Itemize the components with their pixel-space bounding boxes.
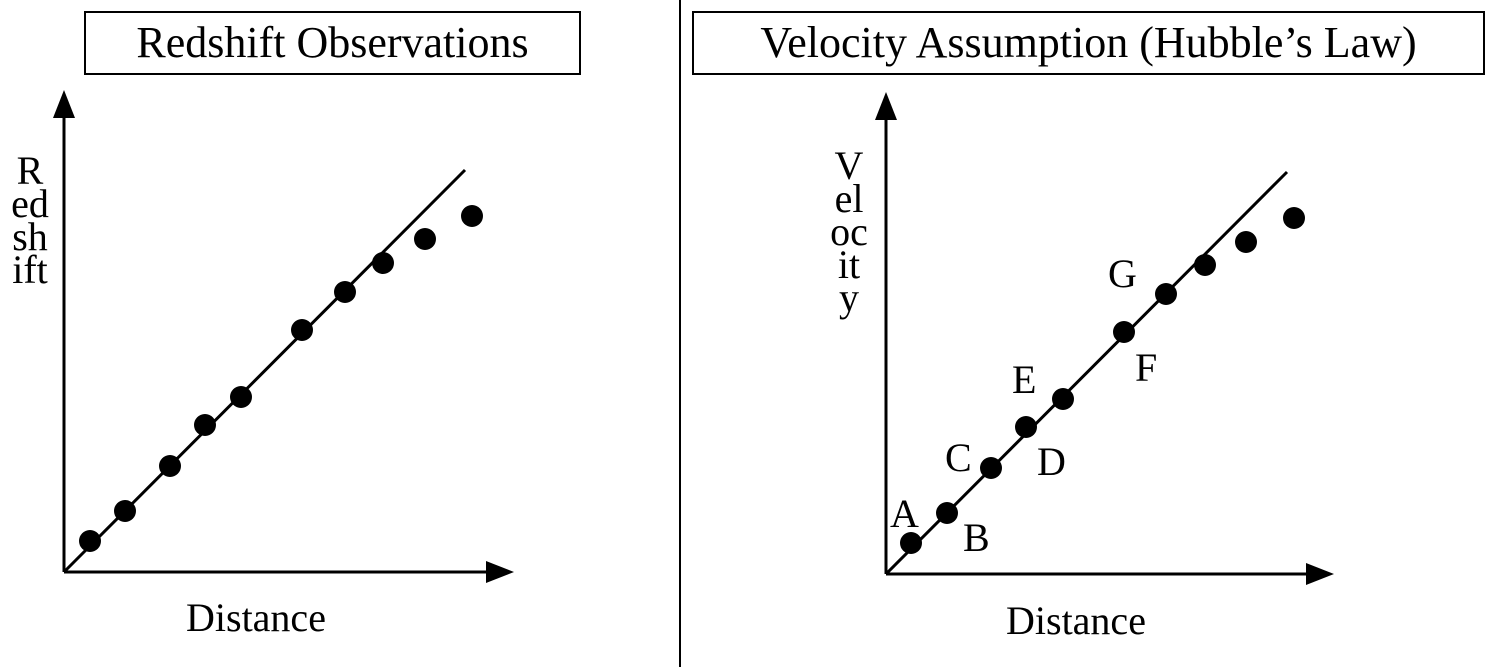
left-data-point — [461, 205, 483, 227]
point-label-g: G — [1108, 251, 1137, 296]
left-data-point — [159, 455, 181, 477]
right-y-axis-label: Velocity — [830, 143, 868, 320]
point-label-e: E — [1012, 357, 1036, 402]
right-y-axis-arrowhead — [875, 92, 897, 120]
left-data-point — [79, 530, 101, 552]
right-data-point — [1194, 254, 1216, 276]
left-data-point — [291, 319, 313, 341]
left-data-point — [194, 414, 216, 436]
right-data-point-d — [1015, 416, 1037, 438]
left-y-axis-arrowhead — [53, 90, 75, 118]
left-data-point — [230, 386, 252, 408]
right-data-point-b — [936, 502, 958, 524]
point-label-f: F — [1135, 345, 1157, 390]
right-panel-title: Velocity Assumption (Hubble’s Law) — [692, 11, 1485, 75]
right-data-point-a — [900, 532, 922, 554]
right-data-point-c — [980, 457, 1002, 479]
point-label-d: D — [1037, 439, 1066, 484]
left-x-axis-label: Distance — [186, 595, 326, 640]
left-panel-title: Redshift Observations — [84, 11, 581, 75]
right-data-point-e — [1052, 388, 1074, 410]
left-data-point — [114, 500, 136, 522]
right-x-axis-arrowhead — [1306, 563, 1334, 585]
point-label-a: A — [890, 491, 919, 536]
left-data-point — [414, 228, 436, 250]
right-data-point-f — [1113, 321, 1135, 343]
right-data-point — [1283, 207, 1305, 229]
left-y-axis-label: Redshift — [11, 148, 49, 292]
point-label-c: C — [945, 435, 972, 480]
point-label-b: B — [963, 515, 990, 560]
left-data-point — [334, 281, 356, 303]
left-x-axis-arrowhead — [486, 561, 514, 583]
right-data-point — [1235, 231, 1257, 253]
right-x-axis-label: Distance — [1006, 598, 1146, 643]
right-data-point-g — [1155, 283, 1177, 305]
left-data-point — [372, 252, 394, 274]
panel-divider — [679, 0, 681, 667]
